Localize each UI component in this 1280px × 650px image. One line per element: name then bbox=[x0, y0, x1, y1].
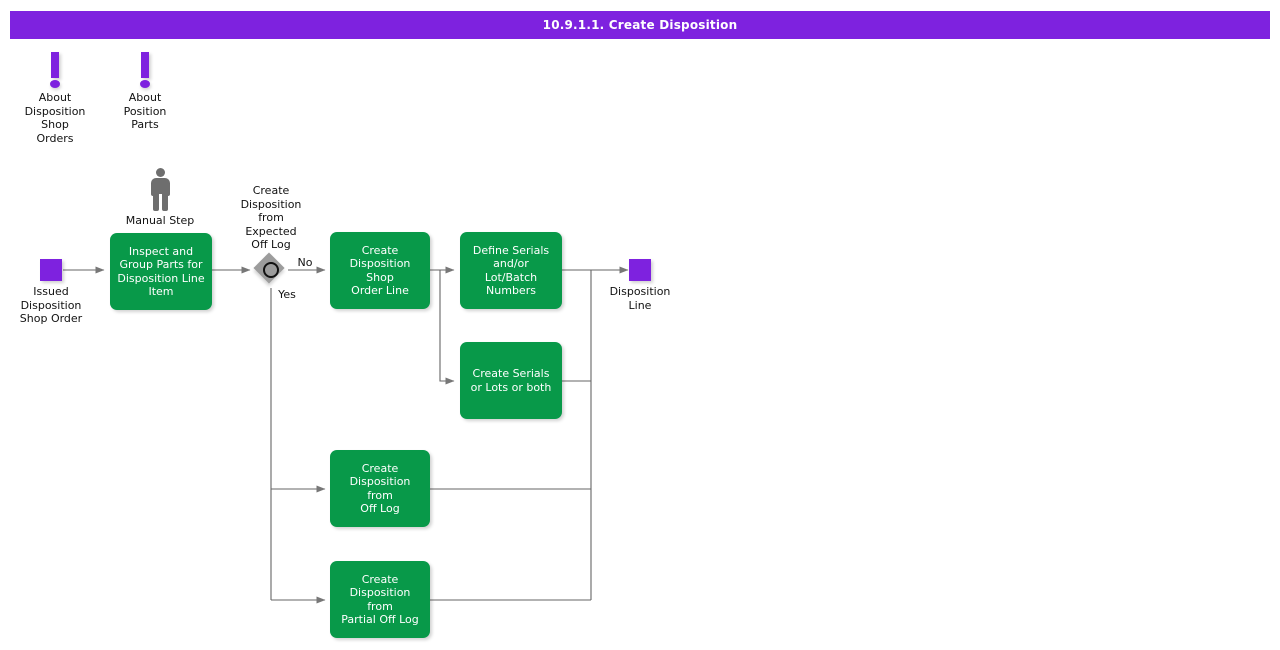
task-create-disposition-from-off-log[interactable]: Create Disposition from Off Log bbox=[330, 450, 430, 527]
data-object-icon bbox=[629, 259, 651, 281]
gateway-label: Create Disposition from Expected Off Log bbox=[240, 184, 302, 251]
page-title: 10.9.1.1. Create Disposition bbox=[542, 18, 738, 32]
task-inspect-and-group-parts[interactable]: Inspect and Group Parts for Disposition … bbox=[110, 233, 212, 310]
task-label: Create Serials or Lots or both bbox=[470, 367, 552, 394]
actor-label: Manual Step bbox=[125, 214, 195, 227]
person-icon bbox=[147, 168, 173, 212]
exclamation-icon bbox=[48, 52, 62, 88]
data-object-issued-disposition-shop-order[interactable]: Issued Disposition Shop Order bbox=[10, 259, 92, 326]
task-label: Define Serials and/or Lot/Batch Numbers bbox=[472, 243, 550, 298]
task-create-disposition-from-partial-off-log[interactable]: Create Disposition from Partial Off Log bbox=[330, 561, 430, 638]
actor-manual-step: Manual Step bbox=[122, 168, 198, 228]
edge-line-to-create-serials bbox=[439, 270, 455, 385]
info-marker-label: About Disposition Shop Orders bbox=[24, 91, 86, 145]
task-label: Create Disposition Shop Order Line bbox=[349, 243, 411, 298]
task-label: Inspect and Group Parts for Disposition … bbox=[117, 244, 205, 299]
data-object-disposition-line[interactable]: Disposition Line bbox=[600, 259, 680, 312]
task-label: Create Disposition from Off Log bbox=[349, 461, 411, 516]
exclamation-icon bbox=[138, 52, 152, 88]
data-object-label: Issued Disposition Shop Order bbox=[19, 285, 83, 325]
data-object-label: Disposition Line bbox=[609, 285, 671, 312]
edge-label-yes: Yes bbox=[278, 288, 296, 301]
task-define-serials-lot-batch[interactable]: Define Serials and/or Lot/Batch Numbers bbox=[460, 232, 562, 309]
task-create-disposition-shop-order-line[interactable]: Create Disposition Shop Order Line bbox=[330, 232, 430, 309]
edge-label-no: No bbox=[297, 256, 313, 269]
data-object-icon bbox=[40, 259, 62, 281]
info-marker-label: About Position Parts bbox=[123, 91, 167, 131]
info-marker-about-position-parts[interactable]: About Position Parts bbox=[110, 52, 180, 132]
page-title-bar: 10.9.1.1. Create Disposition bbox=[10, 11, 1270, 39]
gateway-ring-icon bbox=[263, 262, 279, 278]
task-create-serials-or-lots[interactable]: Create Serials or Lots or both bbox=[460, 342, 562, 419]
task-label: Create Disposition from Partial Off Log bbox=[341, 572, 419, 627]
info-marker-about-disposition-shop-orders[interactable]: About Disposition Shop Orders bbox=[20, 52, 90, 145]
gateway-expected-off-log[interactable] bbox=[253, 252, 285, 284]
